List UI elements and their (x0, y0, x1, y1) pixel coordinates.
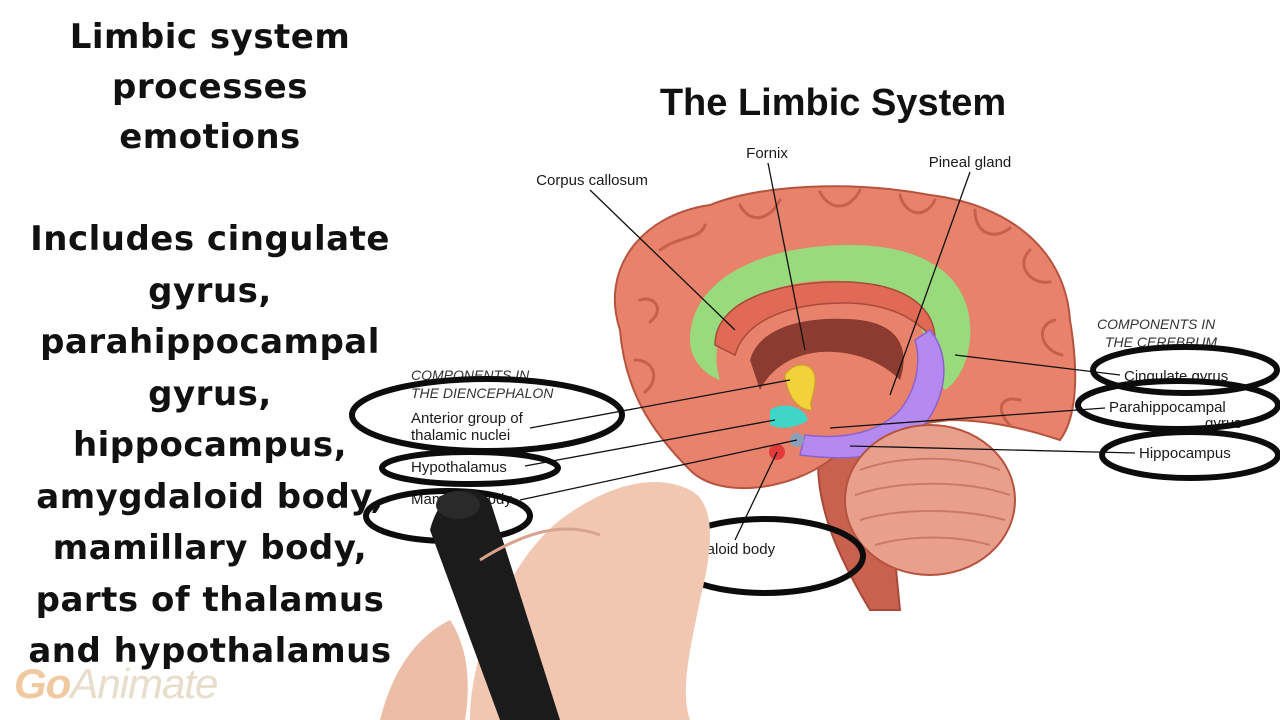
heading-line: Limbic system (69, 17, 351, 57)
body-notes: Includes cingulate gyrus, parahippocampa… (0, 214, 420, 678)
body-line: and hypothalamus (28, 631, 392, 671)
drawing-hand (380, 481, 710, 720)
label-anterior-thalamic-line: Anterior group of (411, 410, 524, 427)
logo-rest: Animate (70, 660, 218, 707)
label-hypothalamus: Hypothalamus (411, 459, 507, 476)
logo-go: Go (14, 660, 71, 707)
group-diencephalon-line: THE DIENCEPHALON (411, 385, 554, 401)
heading-line: processes (112, 67, 308, 107)
label-fornix: Fornix (746, 145, 788, 162)
heading-line: emotions (119, 117, 301, 157)
fornix-region (750, 318, 904, 390)
body-line: hippocampus, (72, 425, 348, 465)
goanimate-logo: GoAnimate (14, 660, 218, 708)
body-line: parts of thalamus (35, 579, 385, 620)
leader-lines (519, 162, 1136, 541)
diagram-title: The Limbic System (660, 82, 1006, 124)
thalamus-region (784, 364, 816, 411)
body-line: amygdaloid body, (36, 476, 384, 517)
hypothalamus-region (770, 405, 808, 428)
body-line: parahippocampal (40, 322, 380, 362)
label-parahippocampal-line: Parahippocampal (1109, 399, 1226, 416)
heading-notes: Limbic system processes emotions (0, 12, 420, 162)
cortex-folds (633, 188, 1064, 427)
body-line: mamillary body, (52, 528, 368, 568)
label-hippocampus: Hippocampus (1139, 445, 1231, 462)
label-corpus-callosum: Corpus callosum (536, 172, 648, 189)
group-cerebrum-line: COMPONENTS IN (1097, 316, 1216, 332)
body-line: gyrus, (148, 373, 272, 414)
hippocampus-region (799, 329, 945, 459)
cerebellum-folds (854, 457, 1011, 546)
cingulate-gyrus-region (690, 245, 971, 390)
body-line: Includes cingulate (30, 219, 390, 259)
label-pineal-gland: Pineal gland (929, 154, 1012, 171)
label-anterior-thalamic-line: thalamic nuclei (411, 427, 510, 444)
body-line: gyrus, (148, 270, 272, 311)
